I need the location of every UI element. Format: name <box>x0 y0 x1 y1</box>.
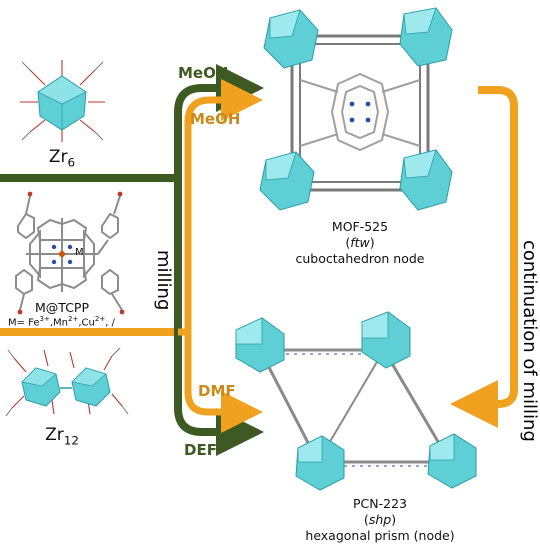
pcn223-node: hexagonal prism (node) <box>305 528 455 543</box>
def-label: DEF <box>184 441 217 459</box>
milling-label: milling <box>153 250 174 311</box>
metals-label: M= Fe3+,Mn2+,Cu2+, / <box>8 315 115 329</box>
continuation-label: continuation of milling <box>519 240 540 442</box>
tcpp-molecule-image <box>15 191 125 315</box>
mof525-topology: (ftw) <box>345 235 375 250</box>
meoh-orange-label: MeOH <box>190 110 241 128</box>
meoh-green-label: MeOH <box>178 64 229 82</box>
green-reaction-arrow-down <box>174 178 264 456</box>
dmf-label: DMF <box>198 382 236 400</box>
mof525-name: MOF-525 <box>331 219 389 234</box>
mof525-structure-image <box>259 7 453 211</box>
green-reaction-arrow-up <box>174 64 264 178</box>
orange-reaction-arrow-up <box>184 79 263 332</box>
pcn223-structure-image <box>235 311 477 491</box>
tcpp-name-label: M@TCPP <box>35 300 89 315</box>
pcn223-name: PCN-223 <box>353 496 407 511</box>
orange-reaction-arrow-down <box>178 328 263 433</box>
zr6-cluster-image <box>20 60 105 142</box>
zr12-cluster-image <box>5 347 129 417</box>
tcpp-metal-label: M <box>75 247 84 258</box>
zr12-label: Zr12 <box>45 425 79 448</box>
continuation-arrow <box>450 86 518 428</box>
mof525-node: cuboctahedron node <box>295 251 425 266</box>
zr6-label: Zr6 <box>48 147 76 170</box>
pcn223-topology: (shp) <box>363 512 397 527</box>
